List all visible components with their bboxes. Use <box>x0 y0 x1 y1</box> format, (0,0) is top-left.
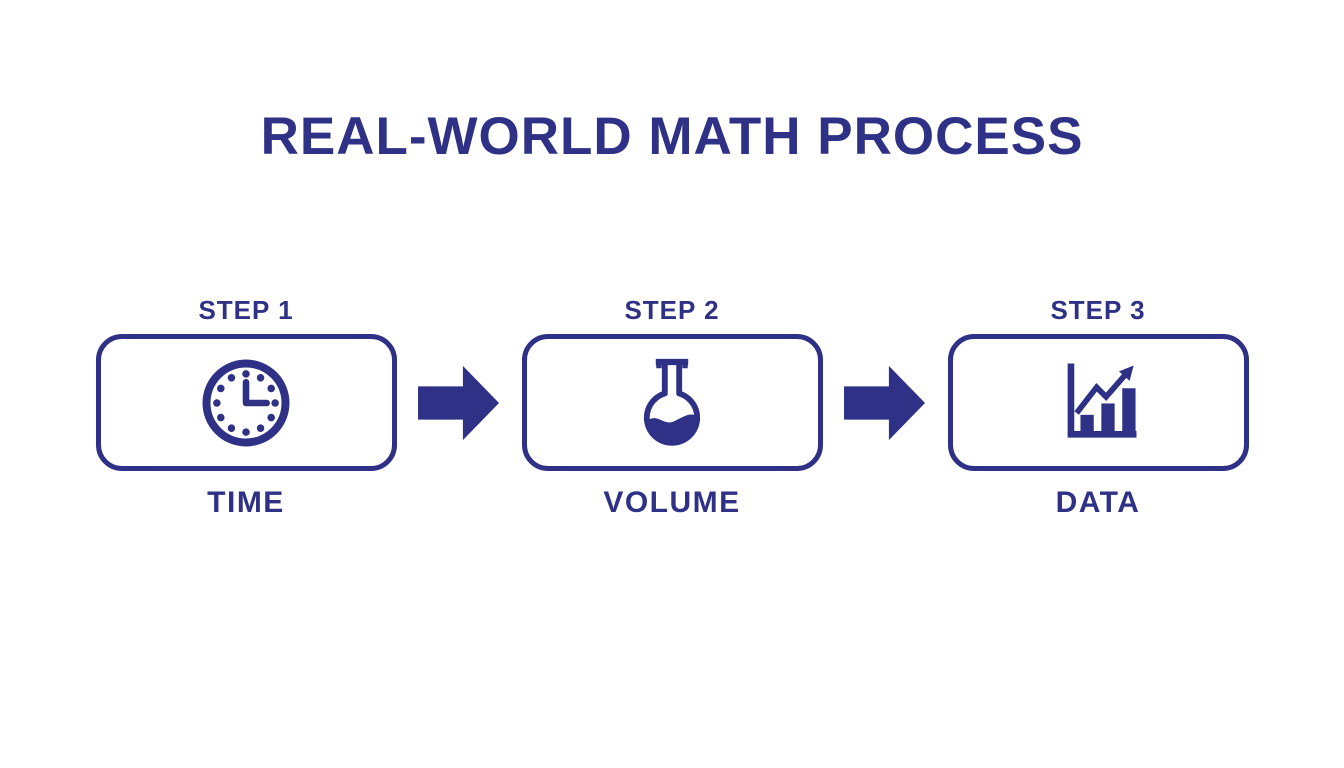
connector-2 <box>824 334 947 471</box>
step-3-box <box>947 334 1249 471</box>
connector-1 <box>398 334 521 471</box>
step-2-name: VOLUME <box>603 486 741 519</box>
clock-icon <box>199 356 293 450</box>
step-1: STEP 1 <box>95 294 398 520</box>
step-2-label: STEP 2 <box>624 295 720 325</box>
arrow-right-icon <box>418 363 500 443</box>
step-3-label: STEP 3 <box>1050 295 1146 325</box>
arrow-right-icon <box>844 363 926 443</box>
step-1-box <box>95 334 397 471</box>
flask-icon <box>627 352 717 453</box>
step-2-box <box>521 334 823 471</box>
step-3: STEP 3 DATA <box>947 294 1250 520</box>
step-1-name: TIME <box>207 486 285 519</box>
process-flow: STEP 1 <box>0 294 1344 520</box>
step-2: STEP 2 VOLUME <box>521 294 824 520</box>
step-3-name: DATA <box>1055 486 1141 519</box>
page-title: REAL-WORLD MATH PROCESS <box>260 107 1084 166</box>
bar-chart-icon <box>1051 355 1146 450</box>
step-1-label: STEP 1 <box>198 295 294 325</box>
